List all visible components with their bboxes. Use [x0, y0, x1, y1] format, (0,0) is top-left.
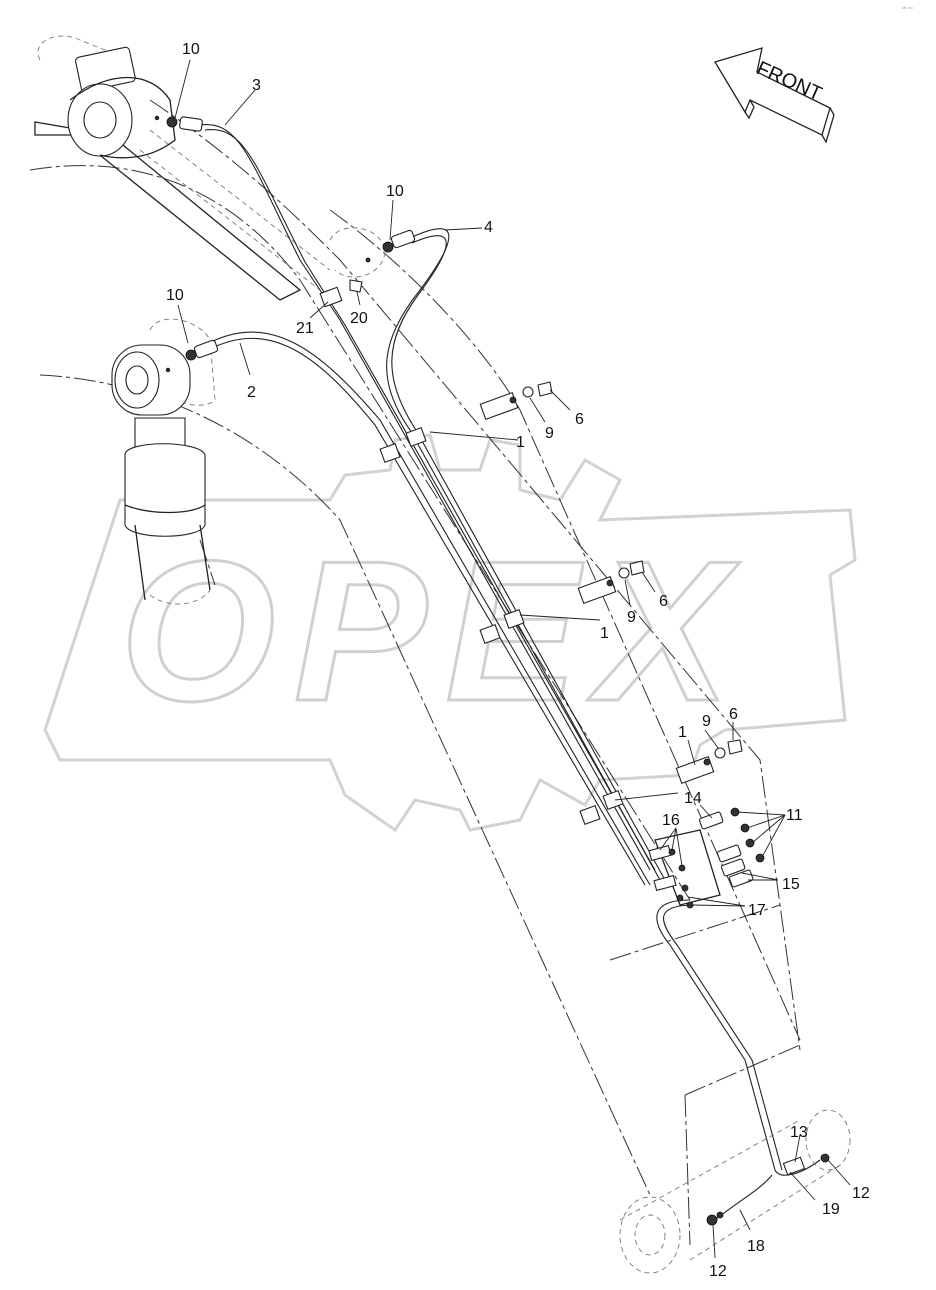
- label-10: 10: [166, 287, 184, 304]
- label-6: 6: [659, 593, 668, 610]
- label-1: 1: [678, 724, 687, 741]
- mid-boss: [329, 227, 386, 278]
- label-15: 15: [782, 876, 800, 893]
- label-6: 6: [729, 706, 738, 723]
- label-16: 16: [662, 812, 680, 829]
- label-13: 13: [790, 1124, 808, 1141]
- label-9: 9: [627, 609, 636, 626]
- leader-lines: [174, 59, 851, 1259]
- left-cylinder: [111, 318, 216, 605]
- label-21: 21: [296, 320, 314, 337]
- label-12: 12: [852, 1185, 870, 1202]
- watermark-text: OPEX: [120, 520, 741, 743]
- label-11: 11: [786, 807, 803, 824]
- corner-mark: ᵃᴮ ᵒᵒᵒ: [902, 6, 913, 12]
- label-4: 4: [484, 219, 493, 236]
- tube-bundle: [199, 124, 821, 1221]
- label-1: 1: [516, 434, 525, 451]
- label-19: 19: [822, 1201, 840, 1218]
- label-6: 6: [575, 411, 584, 428]
- clamp-set-middle: [479, 560, 645, 645]
- label-3: 3: [252, 77, 261, 94]
- clamp-set-upper: [379, 381, 553, 464]
- label-10: 10: [386, 183, 404, 200]
- bucket-end: [619, 1109, 851, 1274]
- label-2: 2: [247, 384, 256, 401]
- label-17: 17: [748, 902, 766, 919]
- label-14: 14: [684, 790, 702, 807]
- hose-fittings: [154, 115, 416, 373]
- label-9: 9: [545, 425, 554, 442]
- label-1: 1: [600, 625, 609, 642]
- junction-block: [648, 829, 721, 909]
- clamp-set-lower: [579, 739, 743, 826]
- label-20: 20: [350, 310, 368, 327]
- label-10: 10: [182, 41, 200, 58]
- clamp-21: [319, 279, 363, 308]
- label-18: 18: [747, 1238, 765, 1255]
- part-labels: 10 3 10 4 10 2 21 20 6 9 1 6 9 1 1 9 6 1…: [166, 41, 870, 1280]
- front-direction-arrow: FRONT: [714, 47, 835, 144]
- top-cylinder: [37, 35, 176, 159]
- label-12: 12: [709, 1263, 727, 1280]
- label-9: 9: [702, 713, 711, 730]
- adapter-set: [698, 807, 765, 888]
